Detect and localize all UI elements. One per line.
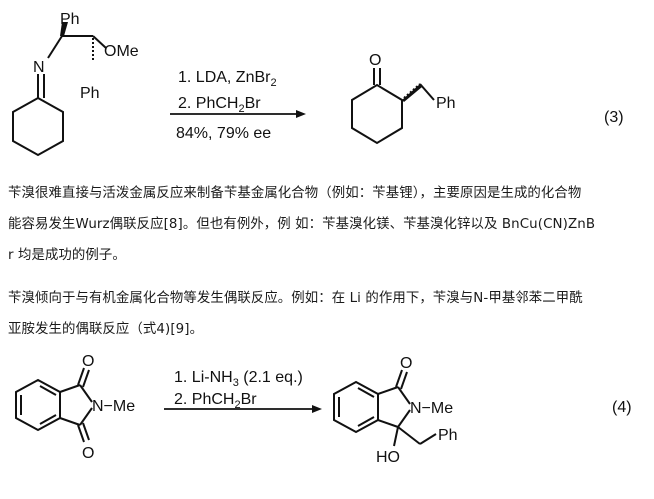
phenyl-label: Ph (80, 85, 100, 102)
condition-step-1: 1. LDA, ZnBr2 (178, 69, 277, 89)
nitrogen-label: N (33, 59, 45, 76)
hydroxyl-label: HO (376, 449, 400, 466)
paragraph-line: 亚胺发生的偶联反应（式4)[9]。 (8, 322, 204, 337)
product-hydroxylactam (333, 369, 437, 447)
reaction-arrow (164, 405, 322, 413)
methoxy-label: OMe (104, 43, 139, 60)
n-methyl-label: N−Me (410, 400, 453, 417)
phenyl-label: Ph (60, 11, 80, 28)
phenyl-label: Ph (438, 427, 458, 444)
reaction-scheme-3: Ph N OMe Ph 1. LDA, ZnBr2 2. PhCH2Br 84%… (12, 11, 624, 157)
equation-number: (3) (604, 109, 624, 126)
reaction-arrow (170, 110, 306, 118)
oxygen-label: O (369, 52, 381, 69)
paragraph-line: 苄溴很难直接与活泼金属反应来制备苄基金属化合物（例如：苄基锂），主要原因是生成的… (8, 186, 582, 201)
paragraph-line: 能容易发生Wurz偶联反应[8]。但也有例外，例 如：苄基溴化镁、苄基溴化锌以及… (8, 217, 596, 232)
phenyl-label: Ph (436, 95, 456, 112)
reaction-scheme-4: O N−Me O 1. Li-NH3 (2.1 eq.) 2. PhCH2Br … (15, 353, 632, 466)
oxygen-label: O (82, 353, 94, 370)
condition-step-2: 2. PhCH2Br (178, 95, 261, 115)
equation-number: (4) (612, 399, 632, 416)
paragraph-coupling-reaction: 苄溴倾向于与有机金属化合物等发生偶联反应。例如：在 Li 的作用下，苄溴与N-甲… (8, 283, 648, 345)
product-ketone (351, 68, 435, 145)
oxygen-label: O (400, 355, 412, 372)
paragraph-line: 苄溴倾向于与有机金属化合物等发生偶联反应。例如：在 Li 的作用下，苄溴与N-甲… (8, 291, 583, 306)
paragraph-line: r 均是成功的例子。 (8, 248, 126, 263)
condition-step-2: 2. PhCH2Br (174, 391, 257, 411)
reactant-phthalimide (15, 367, 93, 443)
wedge-bond (60, 22, 68, 36)
n-methyl-label: N−Me (92, 398, 135, 415)
oxygen-label: O (82, 445, 94, 462)
yield-label: 84%, 79% ee (176, 125, 271, 142)
condition-step-1: 1. Li-NH3 (2.1 eq.) (174, 369, 303, 389)
paragraph-benzyl-bromide-metals: 苄溴很难直接与活泼金属反应来制备苄基金属化合物（例如：苄基锂），主要原因是生成的… (8, 178, 648, 271)
wedge-bond (402, 84, 422, 102)
